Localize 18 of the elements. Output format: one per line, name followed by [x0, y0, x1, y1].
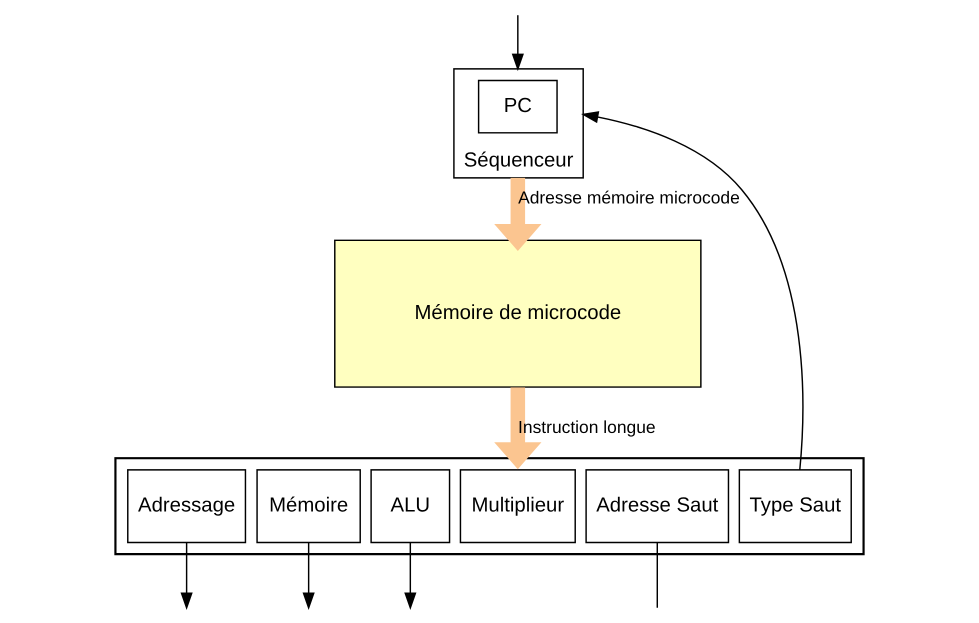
edge-label: Instruction longue — [518, 416, 656, 437]
arrow — [302, 542, 315, 610]
arrow — [494, 387, 542, 470]
node-box: Adressage — [127, 469, 246, 544]
arrow — [404, 542, 416, 610]
edge-label: Adresse mémoire microcode — [518, 187, 740, 208]
node-box: Mémoire de microcode — [334, 240, 702, 388]
connector — [656, 542, 658, 608]
node-box: ALU — [370, 469, 450, 544]
arrow — [180, 542, 193, 610]
node-box: Multiplieur — [460, 469, 576, 544]
node-box: Type Saut — [738, 469, 852, 544]
node-box: Adresse Saut — [585, 469, 730, 544]
node-box: PC — [478, 80, 558, 134]
arrow — [512, 15, 524, 72]
node-box: Mémoire — [256, 469, 361, 544]
arrow — [494, 178, 542, 252]
cluster — [114, 457, 865, 556]
